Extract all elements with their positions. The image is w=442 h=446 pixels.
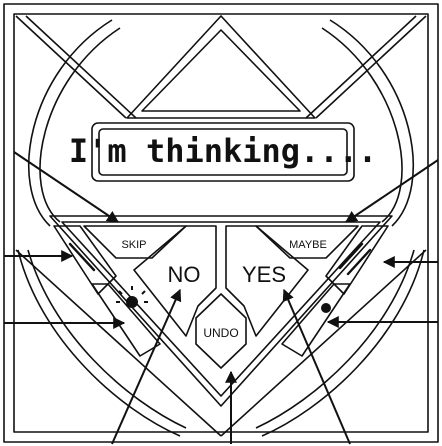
- arrow-yes: [284, 290, 350, 444]
- undo-button-label: UNDO: [203, 326, 238, 340]
- diag-top-left: [16, 16, 126, 118]
- skip-button-label: SKIP: [121, 239, 146, 251]
- top-triangle-outer: [127, 16, 315, 118]
- left-bottom-button-shape[interactable]: [92, 284, 160, 356]
- maybe-button-label: MAYBE: [289, 239, 327, 251]
- diag-top-right: [316, 16, 426, 118]
- keypad-outline-inner: [62, 222, 380, 396]
- no-button-label: NO: [168, 262, 201, 287]
- yes-button-label: YES: [242, 262, 286, 287]
- dot-icon: [321, 303, 331, 313]
- bottom-right-arc-outer: [262, 250, 424, 436]
- sun-icon: [116, 286, 148, 307]
- display-text: I'm thinking....: [69, 132, 377, 170]
- device-frame-outer: [4, 4, 438, 442]
- top-triangle-inner: [142, 30, 300, 111]
- device-frame-inner: [14, 14, 428, 432]
- bottom-left-arc-inner: [28, 250, 186, 428]
- right-bottom-button-shape[interactable]: [282, 284, 350, 356]
- left-arc-outer: [40, 28, 120, 222]
- keypad-outline-outer: [50, 216, 392, 406]
